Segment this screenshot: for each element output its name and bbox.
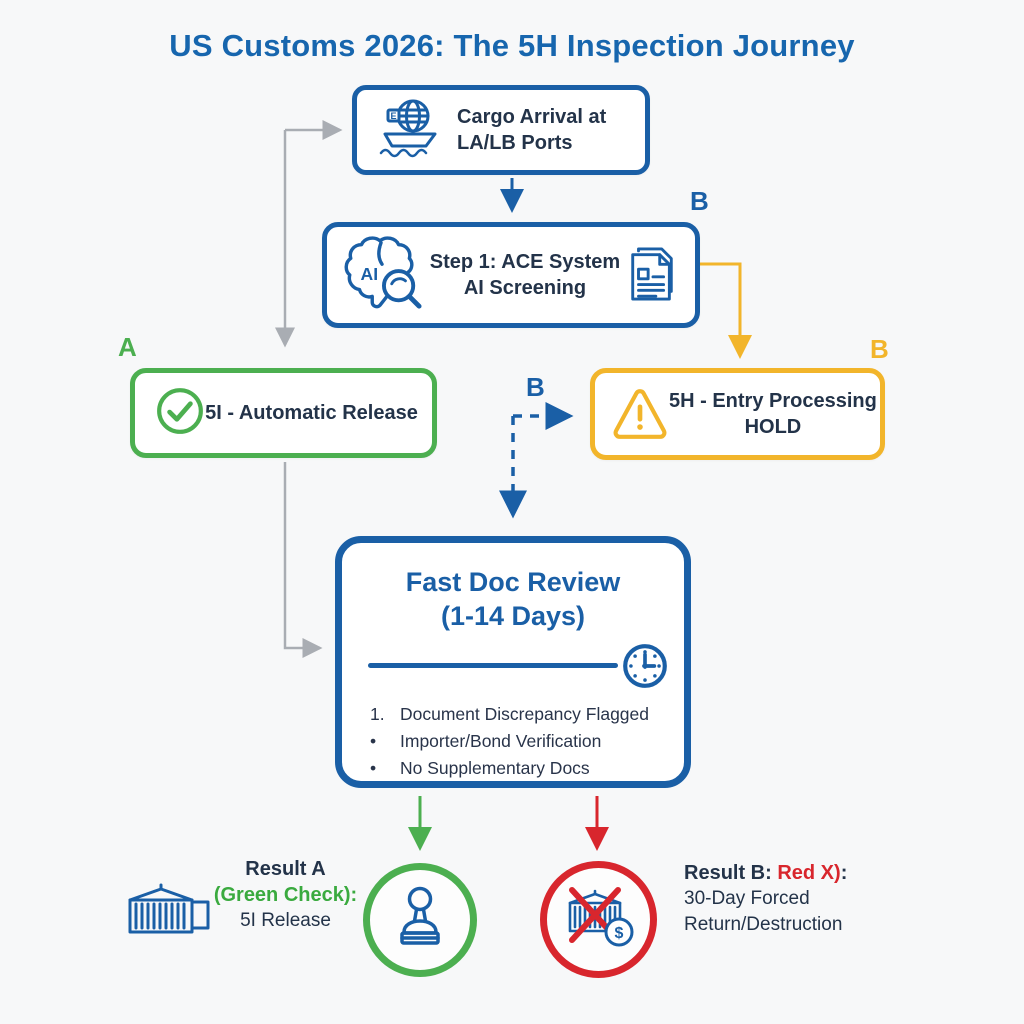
branch-label-a: A: [118, 332, 137, 362]
release-stamp-badge: [363, 863, 477, 977]
result-a-subtitle: 5I Release: [240, 910, 331, 931]
dollar-sign: $: [614, 925, 623, 942]
result-b-line2: 30-Day Forced: [684, 888, 810, 909]
review-title-line1: Fast Doc Review: [405, 567, 621, 597]
arrival-line1: Cargo Arrival at: [457, 106, 607, 128]
node-automatic-release: 5I - Automatic Release: [130, 368, 437, 458]
review-item-text: Document Discrepancy Flagged: [400, 704, 650, 724]
stamp-icon: [392, 886, 448, 955]
result-b-suffix: :: [840, 862, 848, 884]
result-a-text: Result A (Green Check): 5I Release: [198, 856, 373, 934]
node-ace-screening: AI Step 1: ACE System AI Screening: [322, 222, 700, 328]
release-label: 5I - Automatic Release: [205, 402, 418, 424]
review-divider: [368, 663, 618, 668]
check-circle-icon: [155, 386, 205, 441]
branch-label-b-screening: B: [690, 186, 709, 216]
ai-brain-icon: AI: [339, 232, 425, 319]
result-b-highlight: Red X): [777, 862, 841, 884]
hold-line2: HOLD: [744, 416, 802, 438]
hold-line1: 5H - Entry Processing: [669, 390, 877, 412]
arrival-line2: LA/LB Ports: [457, 132, 573, 154]
review-item: • No Supplementary Docs: [370, 755, 674, 782]
container-icon: [124, 882, 212, 943]
screening-line2: AI Screening: [463, 277, 587, 299]
review-title-line2: (1-14 Days): [440, 601, 586, 631]
review-item-marker: •: [370, 731, 377, 751]
result-b-text: Result B: Red X): 30-Day Forced Return/D…: [684, 860, 914, 938]
result-a-title: Result A: [245, 858, 326, 880]
page-title: US Customs 2026: The 5H Inspection Journ…: [169, 28, 855, 63]
node-entry-hold: 5H - Entry Processing HOLD: [590, 368, 885, 460]
screening-line1: Step 1: ACE System: [429, 251, 621, 273]
review-item-text: Importer/Bond Verification: [400, 731, 602, 751]
warning-triangle-icon: [611, 385, 669, 444]
review-checklist: 1. Document Discrepancy Flagged • Import…: [342, 701, 684, 782]
result-b-line3: Return/Destruction: [684, 914, 843, 935]
review-item: 1. Document Discrepancy Flagged: [370, 701, 674, 728]
blocked-container-icon: $: [558, 882, 640, 957]
review-item-marker: 1.: [370, 704, 385, 724]
node-cargo-arrival: E Cargo Arrival at LA/LB Ports: [352, 85, 650, 175]
node-fast-doc-review: Fast Doc Review (1-14 Days) 1. Document …: [335, 536, 691, 788]
branch-label-b-hold: B: [870, 334, 889, 364]
yellow-arrow-screening-to-hold: [700, 262, 752, 359]
branch-label-b-dashed: B: [526, 372, 545, 402]
result-a-highlight: (Green Check):: [213, 884, 358, 906]
review-item-marker: •: [370, 758, 377, 778]
ship-globe-icon: E: [373, 96, 445, 165]
review-item-text: No Supplementary Docs: [400, 758, 590, 778]
review-item: • Importer/Bond Verification: [370, 728, 674, 755]
blocked-shipment-badge: $: [540, 861, 657, 978]
gray-arrow-release-to-review: [283, 462, 323, 658]
svg-text:AI: AI: [361, 263, 379, 283]
dollar-badge-icon: $: [604, 917, 633, 947]
svg-text:E: E: [390, 111, 396, 121]
documents-icon: [625, 241, 679, 310]
clock-icon: [620, 641, 670, 696]
result-b-prefix: Result B:: [684, 862, 778, 884]
